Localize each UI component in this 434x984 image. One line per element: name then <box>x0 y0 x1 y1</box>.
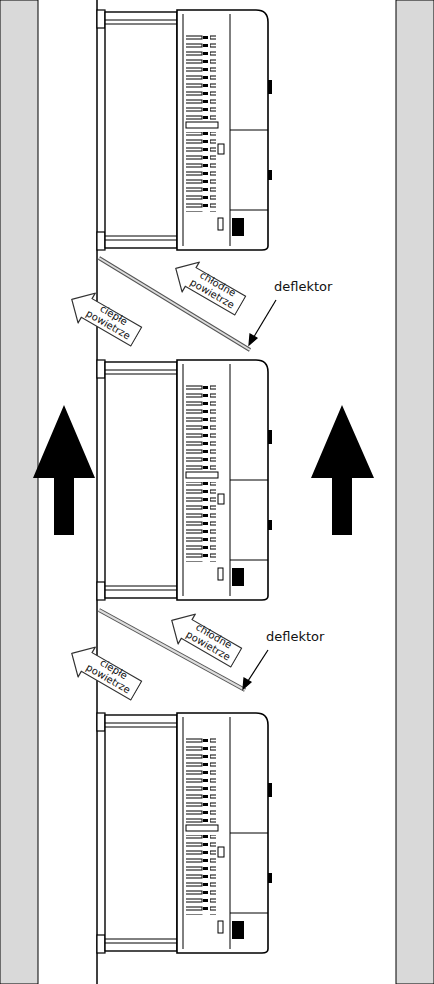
part-label: deflektor <box>264 629 326 644</box>
air-label: ciepłe powietrze <box>64 283 145 348</box>
air-label: ciepłe powietrze <box>64 637 145 702</box>
airflow-arrow <box>33 405 95 535</box>
air-arrow: chłodne powietrze <box>166 252 250 321</box>
part-label: deflektor <box>272 279 334 294</box>
inverter <box>97 713 272 953</box>
air-label: chłodne powietrze <box>164 604 245 669</box>
inverter <box>97 10 272 250</box>
airflow-arrow <box>311 405 374 535</box>
air-arrow: chłodne powietrze <box>162 604 246 673</box>
air-arrow: ciepłe powietrze <box>62 637 146 706</box>
air-arrow: ciepłe powietrze <box>62 283 146 352</box>
inverter <box>97 360 272 600</box>
